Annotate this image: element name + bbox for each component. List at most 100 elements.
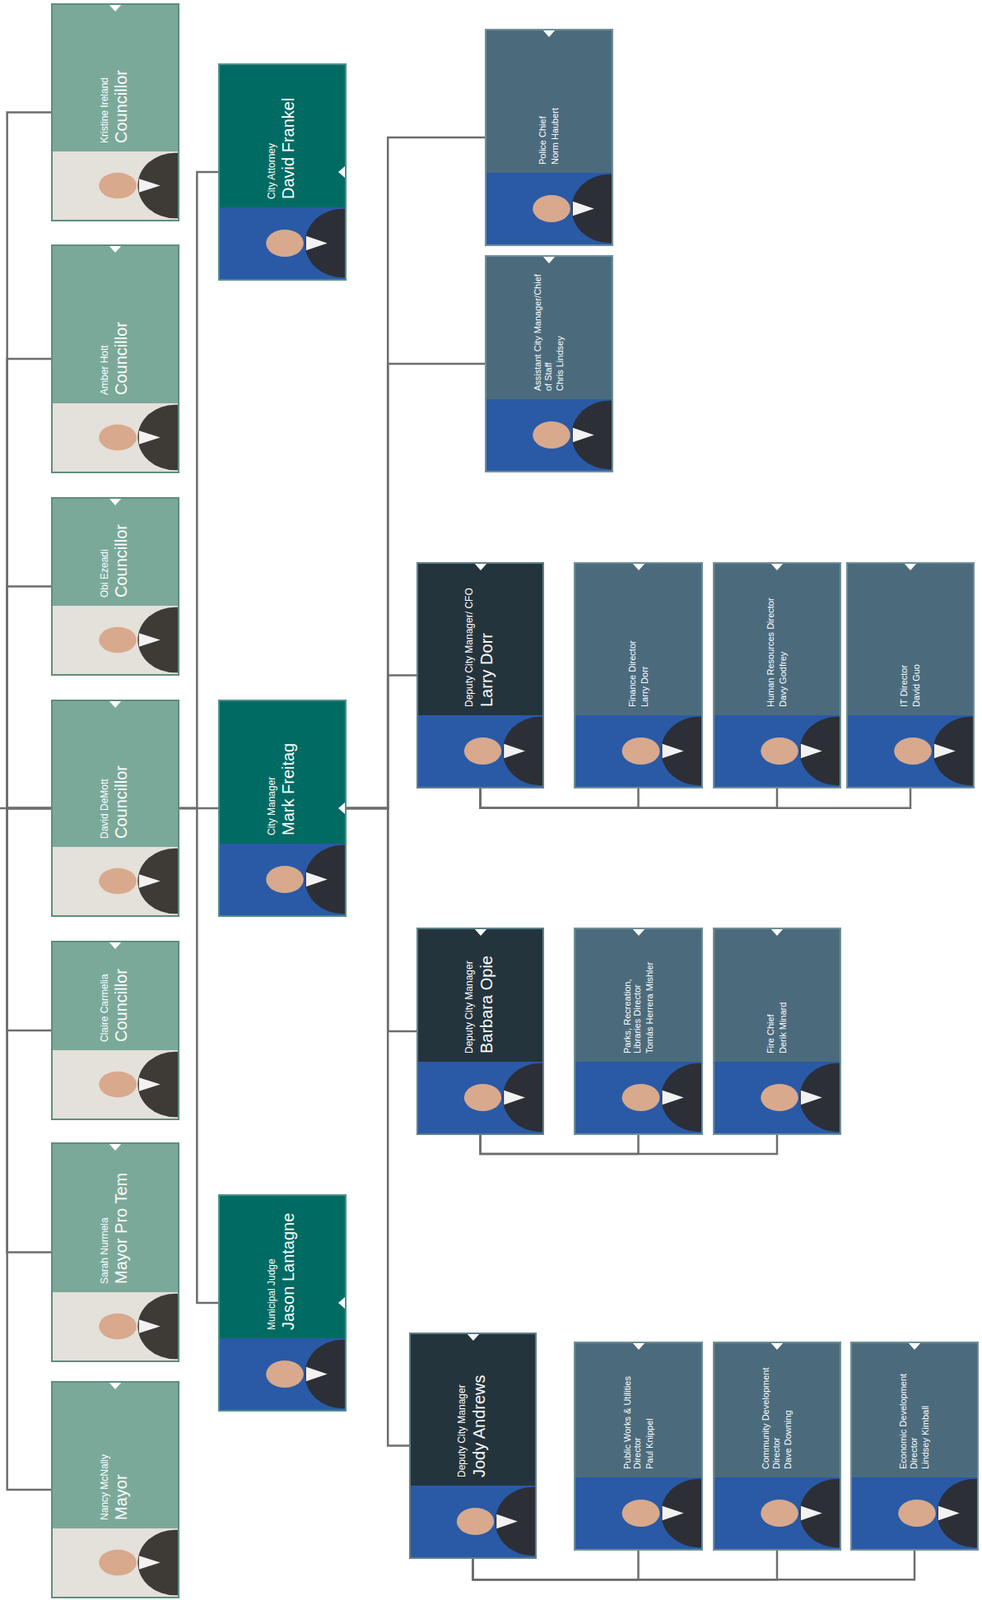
portrait-shirt	[572, 201, 595, 216]
portrait-head	[98, 424, 137, 452]
card-text-block: Kristine IrelandCouncillor	[52, 18, 178, 144]
org-connector	[179, 808, 219, 1304]
org-connector	[7, 808, 52, 1253]
person-name: David DeMott	[99, 714, 112, 839]
portrait-photo	[52, 1050, 178, 1119]
role-title: Economic Development Director	[898, 1356, 919, 1470]
org-connector	[346, 808, 410, 1447]
council-card: Amber HottCouncillor	[51, 244, 180, 474]
portrait-photo	[52, 605, 178, 675]
role-title: Councillor	[111, 18, 131, 144]
dept-card: Fire ChiefDerik Minard	[712, 927, 842, 1136]
card-text-block: Human Resources DirectorDavy Godfrey	[714, 577, 840, 708]
portrait-shoulders	[304, 1340, 345, 1410]
person-name: Sarah Nurmela	[99, 1157, 112, 1285]
council-card: Claire CarmeliaCouncillor	[51, 940, 180, 1121]
portrait-photo	[851, 1477, 978, 1550]
portrait-head	[532, 195, 571, 223]
role-title: IT Director	[898, 577, 910, 708]
council-card: David DeMottCouncillor	[51, 699, 180, 917]
card-text-block: David DeMottCouncillor	[52, 714, 178, 839]
role-title: Mayor	[111, 1396, 131, 1521]
portrait-photo	[52, 1292, 178, 1361]
portrait-head	[760, 1084, 799, 1112]
portrait-shirt	[306, 236, 328, 251]
person-name: Derik Minard	[777, 942, 789, 1054]
portrait-shirt	[503, 744, 526, 759]
portrait-shirt	[662, 1506, 685, 1521]
portrait-head	[622, 1084, 661, 1112]
portrait-head	[532, 421, 571, 449]
portrait-head	[98, 627, 137, 654]
portrait-shoulders	[304, 209, 345, 279]
portrait-shoulders	[137, 1530, 178, 1597]
council-card: Sarah NurmelaMayor Pro Tem	[51, 1142, 180, 1363]
portrait-shirt	[306, 1367, 328, 1382]
portrait-shoulders	[571, 400, 612, 471]
portrait-head	[98, 1071, 137, 1099]
person-name: Larry Dorr	[639, 577, 651, 708]
portrait-shirt	[139, 430, 161, 445]
card-text-block: Municipal JudgeJason Lantagne	[219, 1209, 345, 1331]
role-title: Public Works & Utilities Director	[622, 1356, 643, 1470]
dept-card: Public Works & Utilities DirectorPaul Kn…	[573, 1341, 703, 1551]
dept-card: Finance DirectorLarry Dorr	[573, 562, 703, 789]
portrait-shirt	[139, 1555, 161, 1570]
org-connector	[480, 1135, 639, 1155]
person-name: Jason Lantagne	[279, 1209, 298, 1331]
role-title: Parks, Recreation, Libraries Director	[622, 942, 643, 1054]
org-connector	[480, 788, 912, 809]
portrait-photo	[219, 843, 345, 916]
portrait-shoulders	[304, 845, 345, 915]
council-card: Kristine IrelandCouncillor	[51, 3, 180, 222]
portrait-shirt	[662, 1090, 685, 1105]
portrait-photo	[714, 1061, 840, 1134]
portrait-photo	[847, 715, 973, 787]
council-card: Obi EzeadiCouncillor	[51, 497, 180, 676]
portrait-head	[898, 1499, 936, 1527]
portrait-head	[265, 1360, 304, 1388]
role-title: Community Development Director	[760, 1356, 782, 1470]
org-connector	[480, 1135, 778, 1155]
card-text-block: City ManagerMark Freitag	[219, 714, 345, 836]
portrait-photo	[486, 399, 612, 471]
card-text-block: Nancy McNallyMayor	[52, 1396, 178, 1521]
portrait-shirt	[503, 1090, 526, 1105]
person-name: Jody Andrews	[470, 1347, 489, 1478]
deputy-card: Deputy City ManagerJody Andrews	[409, 1332, 537, 1560]
person-name: David Frankel	[279, 78, 298, 200]
portrait-head	[893, 737, 932, 765]
dept-card: IT DirectorDavid Guo	[846, 562, 975, 789]
person-name: Nancy McNally	[99, 1396, 112, 1521]
dept-card: Police ChiefNorm Haubert	[484, 28, 614, 247]
deputy-card: Deputy City Manager/ CFOLarry Dorr	[416, 562, 545, 789]
portrait-shirt	[139, 1077, 161, 1092]
org-connector	[7, 808, 52, 1490]
card-text-block: Assistant City Manager/Chief of StaffChr…	[486, 269, 612, 391]
person-name: Claire Carmelia	[99, 955, 112, 1043]
role-title: Councillor	[111, 259, 131, 396]
portrait-shirt	[306, 872, 328, 887]
dept-card: Assistant City Manager/Chief of StaffChr…	[484, 255, 614, 473]
role-title: Councillor	[111, 511, 131, 598]
org-connector	[346, 675, 417, 810]
person-name: Chris Lindsey	[554, 269, 566, 391]
card-text-block: Obi EzeadiCouncillor	[52, 511, 178, 598]
portrait-shirt	[938, 1506, 960, 1521]
portrait-shirt	[800, 1090, 823, 1105]
portrait-head	[98, 172, 137, 200]
exec-card: City ManagerMark Freitag	[218, 699, 347, 917]
role-title: City Manager	[266, 714, 279, 836]
portrait-photo	[219, 207, 345, 280]
portrait-photo	[575, 1477, 702, 1550]
portrait-photo	[410, 1485, 536, 1558]
portrait-shirt	[139, 1319, 161, 1334]
portrait-shirt	[572, 428, 595, 443]
portrait-shirt	[662, 744, 685, 759]
portrait-shoulders	[137, 153, 178, 219]
portrait-photo	[418, 1061, 543, 1134]
role-title: Deputy City Manager	[464, 942, 476, 1054]
card-text-block: Deputy City ManagerBarbara Opie	[418, 942, 543, 1054]
exec-card: Municipal JudgeJason Lantagne	[218, 1194, 347, 1412]
dept-card: Parks, Recreation, Libraries DirectorTom…	[573, 927, 703, 1136]
